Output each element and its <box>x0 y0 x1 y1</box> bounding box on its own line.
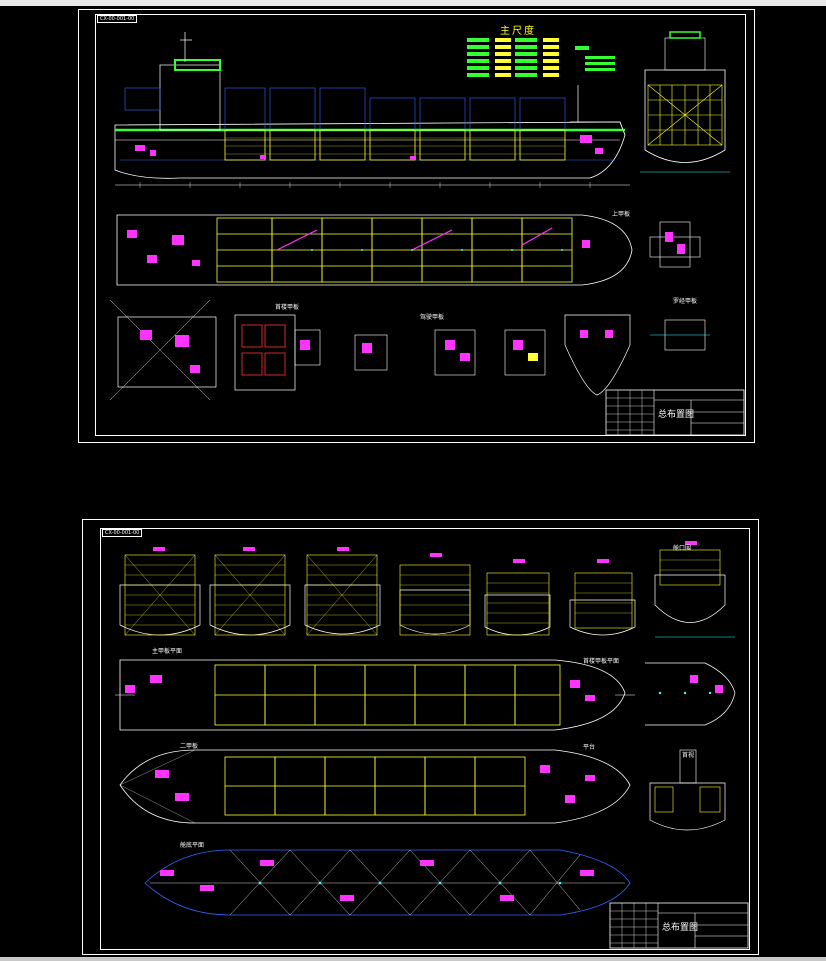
drawing-title-2: 总布置图 <box>662 923 699 933</box>
view-label-tank-top: 舱底平面 <box>180 842 205 849</box>
view-label-forecastle-deck: 首楼甲板 <box>275 304 300 311</box>
view-label-hatch-coaming: 舱口围 <box>673 545 692 552</box>
view-label-forecastle-plan: 首楼甲板平面 <box>583 658 620 665</box>
cross-sections-row <box>119 541 735 638</box>
title-block-1 <box>605 389 745 436</box>
drawing-number-tag-2: CX-00-001-00 <box>102 529 143 537</box>
fore-detail-view <box>649 221 701 268</box>
window-bottom-bar <box>0 957 826 961</box>
title-block-2 <box>609 902 749 949</box>
upper-deck-plan <box>116 214 633 286</box>
drawing-sheet-1 <box>78 9 755 443</box>
view-label-bridge-deck: 驾驶甲板 <box>420 314 445 321</box>
view-label-front-view: 首视 <box>682 752 695 759</box>
tank-top-plan <box>144 849 631 916</box>
principal-dimensions-title: 主尺度 <box>500 26 536 37</box>
view-label-main-deck-plan: 主甲板平面 <box>152 648 183 655</box>
second-deck-plan <box>119 749 726 831</box>
drawing-title-1: 总布置图 <box>658 410 695 420</box>
deck-plans-row <box>109 299 710 401</box>
drawing-border-2 <box>100 528 750 950</box>
midship-section-view <box>640 31 730 173</box>
window-top-bar <box>0 0 826 6</box>
view-label-second-deck: 二甲板 <box>180 743 199 750</box>
view-label-upper-deck: 上甲板 <box>612 211 631 218</box>
view-label-platform: 平台 <box>583 744 596 751</box>
profile-view <box>114 32 630 188</box>
drawing-number-tag-1: CX-00-001-00 <box>97 15 138 23</box>
principal-dimensions-table <box>467 38 615 77</box>
main-deck-plan <box>115 659 736 731</box>
view-label-compass-deck: 罗经甲板 <box>673 298 698 305</box>
drawing-border-1 <box>95 14 746 436</box>
drawing-sheet-2 <box>82 519 759 955</box>
